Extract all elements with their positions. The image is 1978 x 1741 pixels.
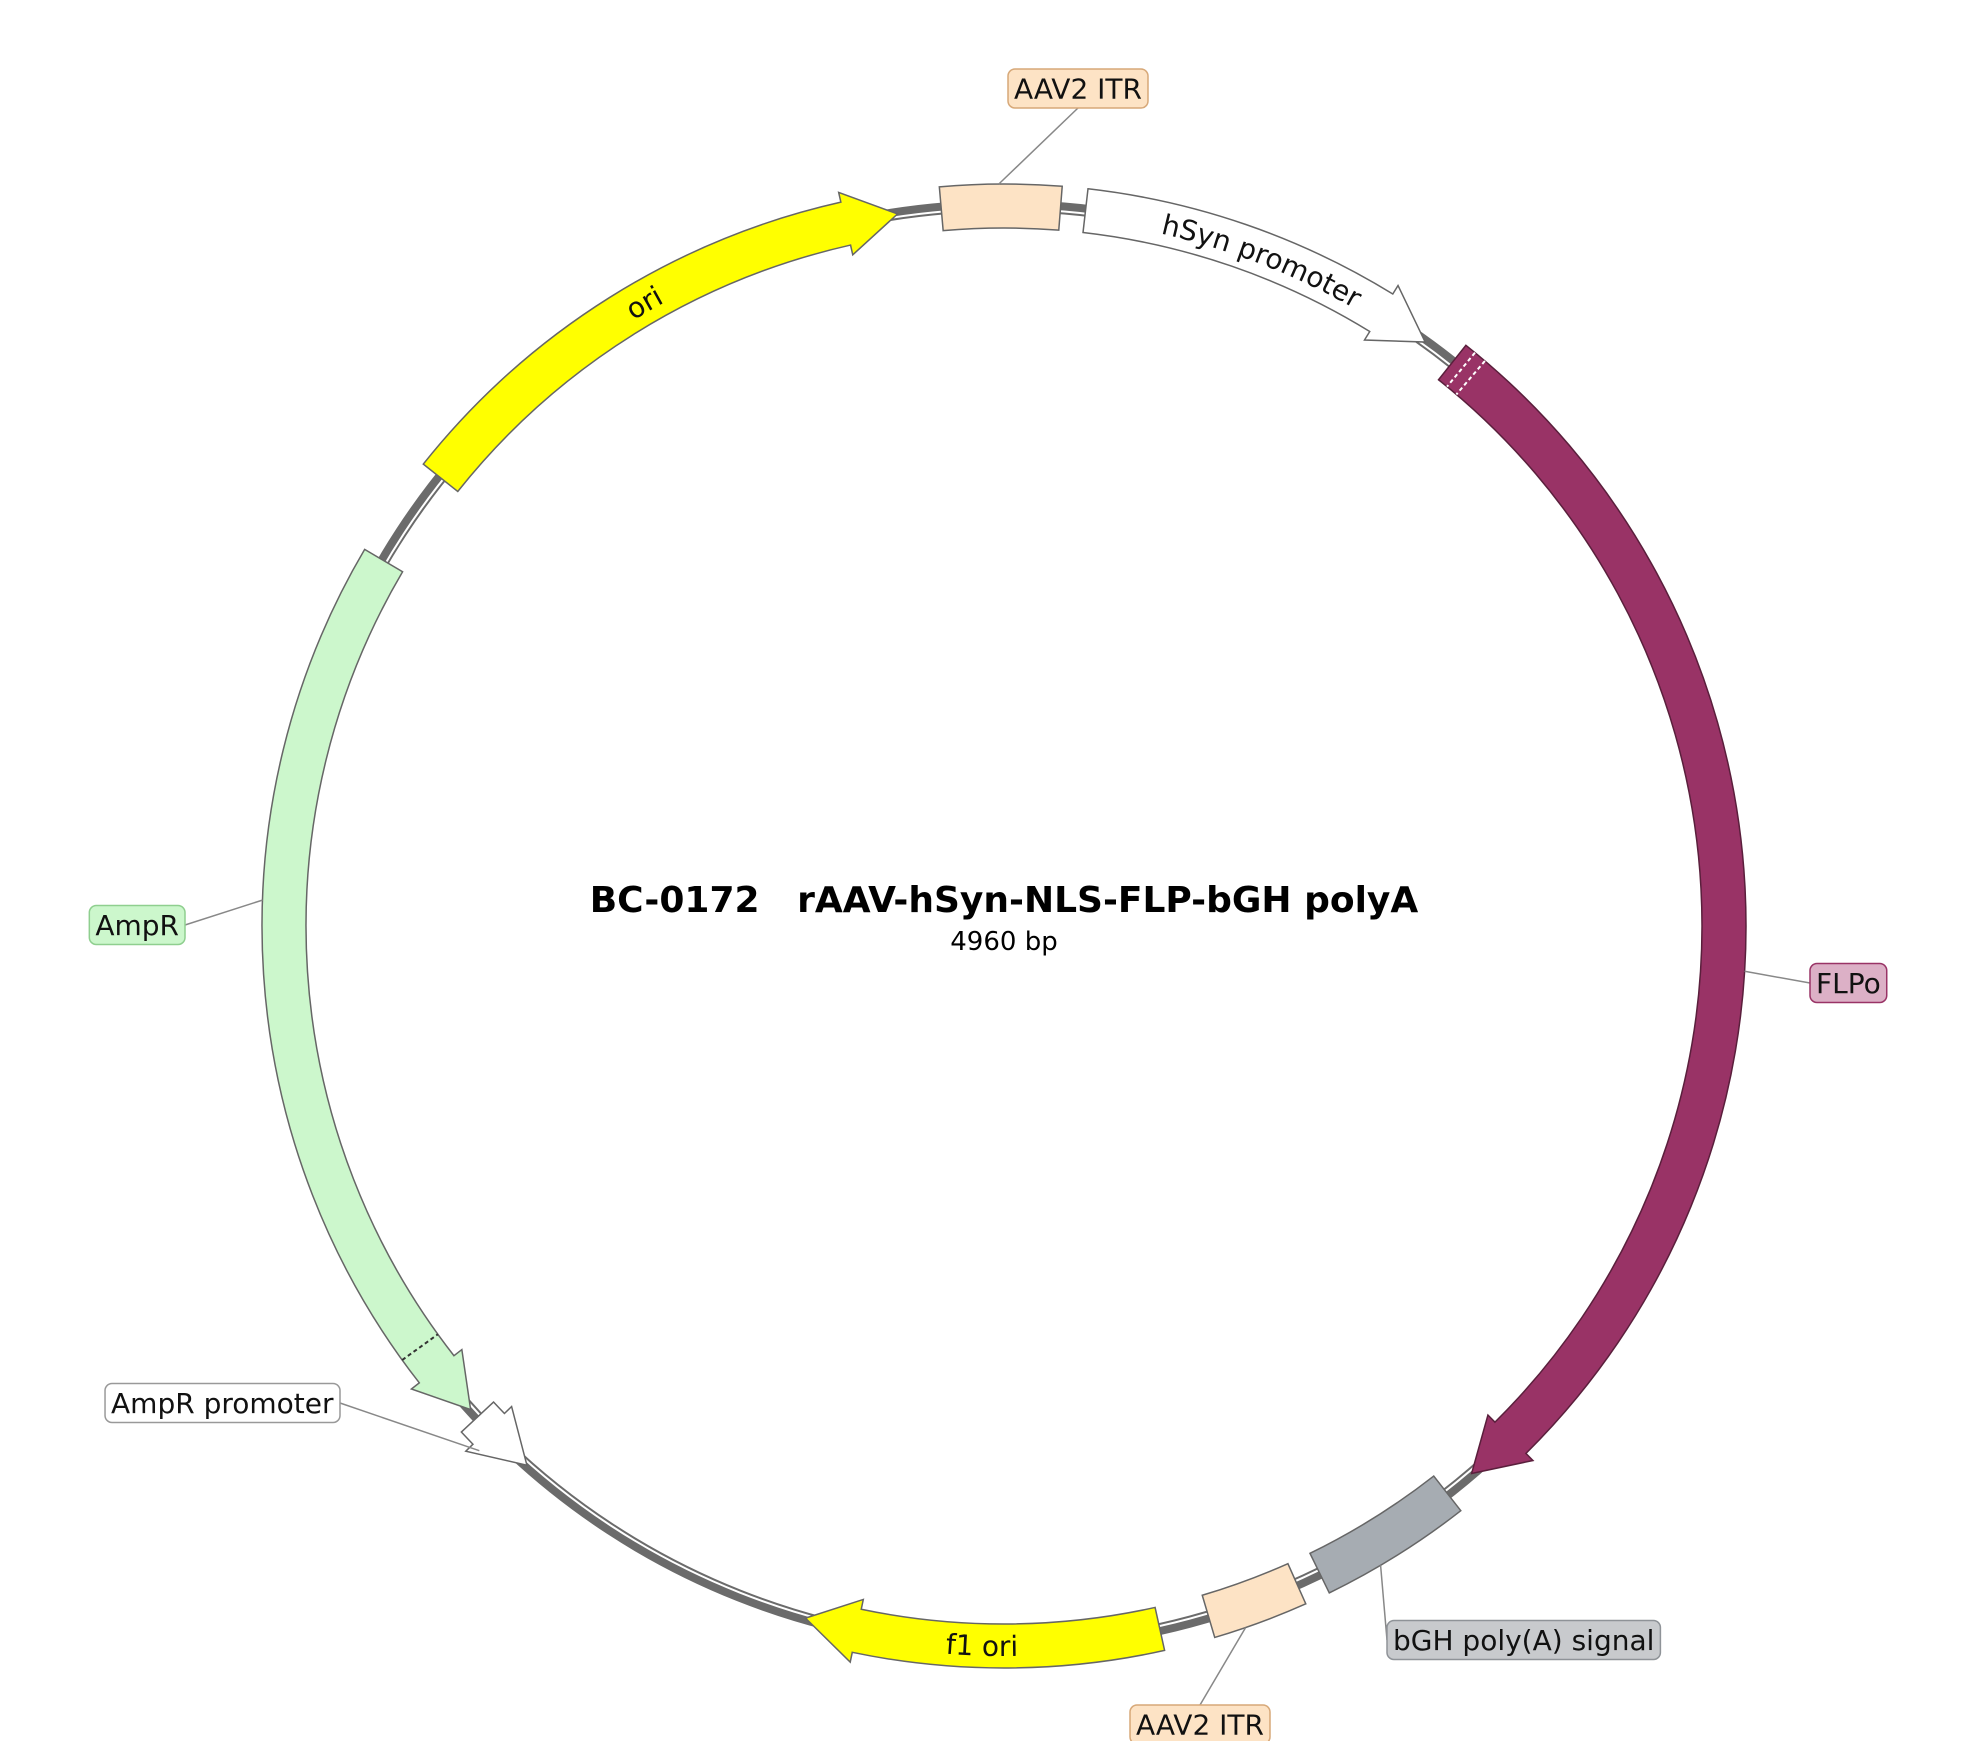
flpo-callout-box xyxy=(1809,962,1888,1004)
ampr-promoter-callout-leader xyxy=(339,1402,480,1452)
bgh-polya-segment[interactable] xyxy=(1308,1474,1462,1594)
plasmid-size: 4960 bp xyxy=(950,927,1057,957)
hsyn-promoter-label: hSyn promoter xyxy=(1159,208,1368,315)
aav2-itr-top-callout-leader xyxy=(998,107,1079,185)
f1-ori-segment[interactable] xyxy=(804,1598,1166,1669)
flpo-segment[interactable] xyxy=(1437,344,1747,1475)
aav2-itr-bottom-callout-leader xyxy=(1199,1627,1247,1706)
aav2-itr-bottom-segment[interactable] xyxy=(1201,1562,1307,1639)
ampr-promoter-callout-box xyxy=(104,1382,341,1424)
ampr-callout[interactable]: AmpR xyxy=(95,909,179,942)
subfeature-divider xyxy=(1455,360,1486,396)
plasmid-title: BC-0172 rAAV-hSyn-NLS-FLP-bGH polyA xyxy=(590,880,1419,921)
f1-ori-label: f1 ori xyxy=(945,1628,1019,1663)
ampr-callout-box xyxy=(88,904,186,946)
ori-segment[interactable] xyxy=(422,191,899,493)
ampr-segment[interactable] xyxy=(261,548,472,1411)
hsyn-promoter-segment[interactable] xyxy=(1082,187,1427,343)
bgh-polya-callout[interactable]: bGH poly(A) signal xyxy=(1393,1624,1654,1657)
ampr-callout-leader xyxy=(184,899,263,926)
aav2-itr-bottom-callout[interactable]: AAV2 ITR xyxy=(1136,1708,1264,1741)
bgh-polya-callout-box xyxy=(1386,1619,1662,1661)
flpo-callout[interactable]: FLPo xyxy=(1816,967,1881,1000)
feature-layer xyxy=(261,183,1747,1669)
aav2-itr-top-callout-box xyxy=(1007,68,1149,109)
ampr-promoter-callout[interactable]: AmpR promoter xyxy=(111,1387,334,1420)
aav2-itr-top-segment[interactable] xyxy=(938,183,1064,232)
subfeature-divider xyxy=(1446,351,1476,388)
aav2-itr-bottom-callout-box xyxy=(1129,1704,1271,1741)
bgh-polya-callout-leader xyxy=(1379,1565,1388,1641)
ampr-signal-divider xyxy=(401,1333,439,1361)
aav2-itr-top-callout[interactable]: AAV2 ITR xyxy=(1014,72,1142,105)
flpo-callout-leader xyxy=(1744,970,1811,984)
